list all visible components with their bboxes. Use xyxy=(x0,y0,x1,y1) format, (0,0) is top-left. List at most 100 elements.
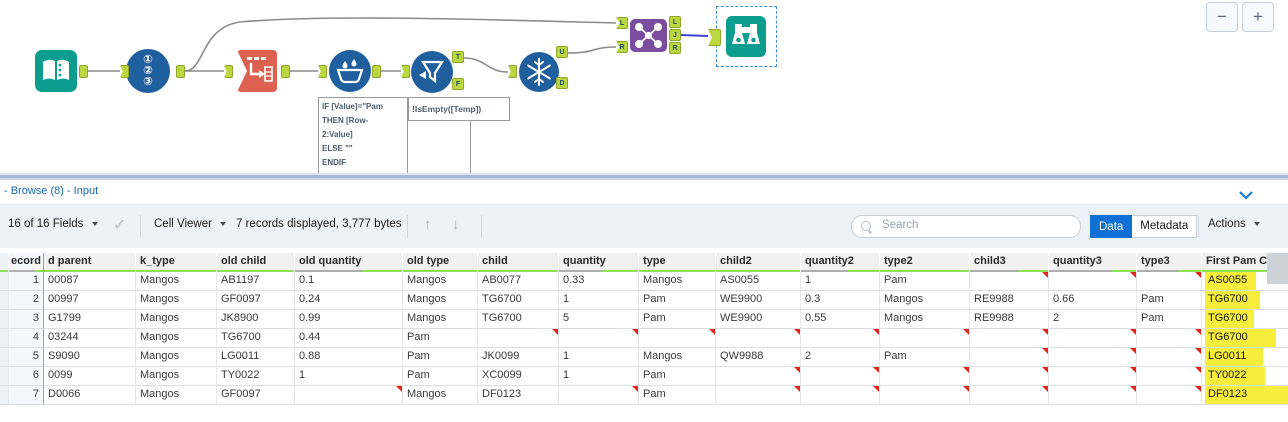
column-header[interactable]: d parent xyxy=(44,253,136,272)
table-cell[interactable]: Mangos xyxy=(880,310,970,329)
highlighted-value[interactable]: TG6700 xyxy=(1205,291,1260,309)
filter-input-anchor[interactable] xyxy=(401,65,410,78)
record-number-cell[interactable]: 1 xyxy=(9,272,44,291)
table-cell[interactable]: Pam xyxy=(639,386,716,405)
filter-false-anchor[interactable]: F xyxy=(452,78,464,90)
table-cell[interactable]: 0.99 xyxy=(295,310,403,329)
table-cell[interactable] xyxy=(1137,367,1202,386)
column-header[interactable]: k_type xyxy=(136,253,217,272)
actions-dropdown[interactable]: Actions xyxy=(1208,218,1260,230)
arrange-tool[interactable] xyxy=(237,50,277,92)
table-cell[interactable]: 0.55 xyxy=(801,310,880,329)
table-cell[interactable]: 1 xyxy=(559,348,639,367)
table-cell[interactable]: Pam xyxy=(403,329,478,348)
filter-true-anchor[interactable]: T xyxy=(452,51,464,63)
table-cell[interactable]: Mangos xyxy=(403,310,478,329)
column-header[interactable]: ecord xyxy=(9,253,44,272)
table-cell[interactable] xyxy=(970,386,1049,405)
table-cell[interactable]: TG6700 xyxy=(217,329,295,348)
table-cell[interactable]: Pam xyxy=(639,310,716,329)
table-cell[interactable]: 1 xyxy=(295,367,403,386)
table-cell[interactable]: Mangos xyxy=(403,386,478,405)
table-cell[interactable]: XC0099 xyxy=(478,367,559,386)
column-header[interactable]: First Pam C xyxy=(1202,253,1288,272)
table-cell[interactable]: Mangos xyxy=(136,367,217,386)
unique-input-anchor[interactable] xyxy=(508,65,517,78)
join-left-output-anchor[interactable]: L xyxy=(669,16,681,28)
table-cell[interactable]: Mangos xyxy=(136,291,217,310)
table-cell[interactable]: 5 xyxy=(559,310,639,329)
table-cell[interactable]: Mangos xyxy=(136,272,217,291)
table-cell[interactable]: Mangos xyxy=(639,272,716,291)
table-cell[interactable]: Mangos xyxy=(880,291,970,310)
table-cell[interactable]: AB0077 xyxy=(478,272,559,291)
join-tool[interactable] xyxy=(630,19,667,52)
table-cell[interactable] xyxy=(1137,348,1202,367)
multi-row-formula-input-anchor[interactable] xyxy=(318,65,327,78)
record-id-input-anchor[interactable] xyxy=(120,65,129,78)
zoom-in-button[interactable]: + xyxy=(1242,2,1274,32)
column-header[interactable]: old child xyxy=(217,253,295,272)
table-cell[interactable]: RE9988 xyxy=(970,310,1049,329)
table-cell[interactable] xyxy=(801,329,880,348)
unique-duplicate-anchor[interactable]: D xyxy=(556,77,568,89)
table-cell[interactable] xyxy=(880,367,970,386)
table-cell[interactable]: AB1197 xyxy=(217,272,295,291)
first-pam-cell[interactable]: DF0123 xyxy=(1202,386,1288,405)
first-pam-cell[interactable]: AS0055 xyxy=(1202,272,1288,291)
table-cell[interactable] xyxy=(1049,329,1137,348)
table-cell[interactable]: JK8900 xyxy=(217,310,295,329)
table-cell[interactable] xyxy=(970,348,1049,367)
table-cell[interactable] xyxy=(716,367,801,386)
formula-annotation[interactable]: IF [Value]="Pam THEN [Row- 2:Value] ELSE… xyxy=(318,97,408,173)
table-cell[interactable] xyxy=(801,386,880,405)
table-cell[interactable]: Pam xyxy=(1137,291,1202,310)
table-cell[interactable]: AS0055 xyxy=(716,272,801,291)
highlighted-value[interactable]: TG6700 xyxy=(1205,310,1254,328)
record-number-cell[interactable]: 2 xyxy=(9,291,44,310)
table-cell[interactable]: QW9988 xyxy=(716,348,801,367)
table-cell[interactable] xyxy=(1049,386,1137,405)
highlighted-value[interactable]: TY0022 xyxy=(1205,367,1265,385)
table-cell[interactable]: WE9900 xyxy=(716,310,801,329)
table-cell[interactable]: G1799 xyxy=(44,310,136,329)
column-header[interactable]: quantity xyxy=(559,253,639,272)
first-pam-cell[interactable]: TG6700 xyxy=(1202,310,1288,329)
multi-row-formula-output-anchor[interactable] xyxy=(372,65,381,78)
column-header[interactable]: type xyxy=(639,253,716,272)
table-cell[interactable]: Mangos xyxy=(639,348,716,367)
table-cell[interactable]: Mangos xyxy=(136,329,217,348)
input-data-output-anchor[interactable] xyxy=(79,65,88,78)
table-cell[interactable]: DF0123 xyxy=(478,386,559,405)
first-pam-cell[interactable]: LG0011 xyxy=(1202,348,1288,367)
record-number-cell[interactable]: 4 xyxy=(9,329,44,348)
table-cell[interactable]: LG0011 xyxy=(217,348,295,367)
table-cell[interactable] xyxy=(880,329,970,348)
table-cell[interactable] xyxy=(970,329,1049,348)
table-cell[interactable]: 0.1 xyxy=(295,272,403,291)
table-cell[interactable]: 03244 xyxy=(44,329,136,348)
browse-tool[interactable] xyxy=(726,16,766,57)
table-cell[interactable]: 2 xyxy=(801,348,880,367)
highlighted-value[interactable]: LG0011 xyxy=(1205,348,1263,366)
unique-tool[interactable] xyxy=(519,52,559,92)
table-cell[interactable] xyxy=(716,386,801,405)
table-cell[interactable]: GF0097 xyxy=(217,386,295,405)
table-vertical-scrollbar[interactable] xyxy=(1267,253,1288,284)
table-cell[interactable]: 0.24 xyxy=(295,291,403,310)
column-header[interactable]: old quantity xyxy=(295,253,403,272)
table-cell[interactable]: 0.44 xyxy=(295,329,403,348)
table-cell[interactable]: Mangos xyxy=(136,386,217,405)
table-cell[interactable]: 0.88 xyxy=(295,348,403,367)
join-right-input-anchor[interactable]: R xyxy=(616,41,628,53)
table-cell[interactable]: Pam xyxy=(880,272,970,291)
table-cell[interactable] xyxy=(478,329,559,348)
multi-row-formula-tool[interactable] xyxy=(329,50,371,92)
workflow-canvas[interactable]: ① ② ③ xyxy=(0,0,1288,173)
zoom-out-button[interactable]: − xyxy=(1206,2,1238,32)
table-cell[interactable] xyxy=(880,386,970,405)
column-header[interactable]: type2 xyxy=(880,253,970,272)
highlighted-value[interactable]: TG6700 xyxy=(1205,329,1276,347)
table-cell[interactable] xyxy=(1049,272,1137,291)
column-header[interactable]: quantity2 xyxy=(801,253,880,272)
